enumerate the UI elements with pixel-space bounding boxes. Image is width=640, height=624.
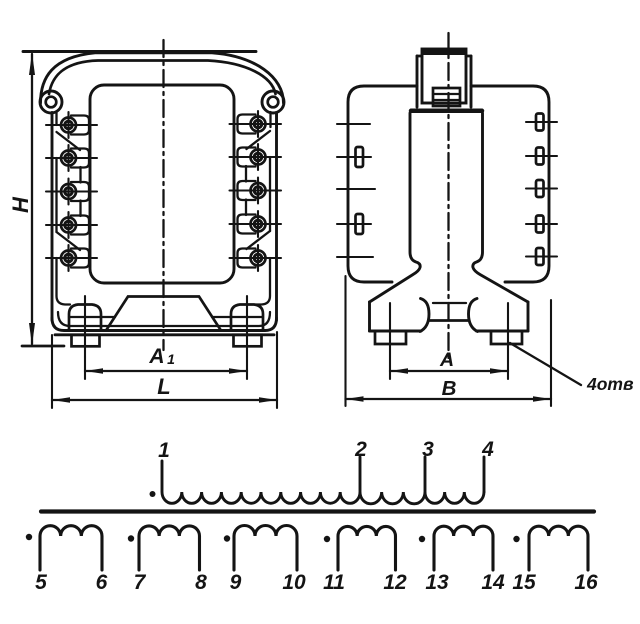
svg-text:7: 7	[134, 571, 147, 594]
svg-text:11: 11	[323, 571, 345, 594]
svg-text:A: A	[439, 349, 454, 371]
svg-text:5: 5	[35, 571, 47, 594]
svg-text:H: H	[8, 196, 33, 213]
svg-text:15: 15	[512, 571, 536, 594]
svg-text:1: 1	[158, 439, 170, 462]
svg-text:B: B	[442, 377, 457, 400]
svg-text:9: 9	[230, 571, 242, 594]
svg-text:16: 16	[574, 571, 598, 594]
svg-text:6: 6	[96, 571, 108, 594]
svg-text:3: 3	[422, 438, 434, 461]
svg-text:4: 4	[481, 438, 494, 461]
svg-text:A: A	[148, 345, 164, 368]
svg-text:8: 8	[195, 571, 207, 594]
svg-text:4отв: 4отв	[586, 374, 634, 394]
svg-text:1: 1	[167, 351, 175, 367]
svg-text:2: 2	[354, 438, 367, 461]
svg-text:10: 10	[282, 571, 306, 594]
svg-text:12: 12	[383, 571, 407, 594]
svg-text:L: L	[157, 374, 170, 399]
svg-text:14: 14	[481, 571, 505, 594]
svg-text:13: 13	[425, 571, 449, 594]
